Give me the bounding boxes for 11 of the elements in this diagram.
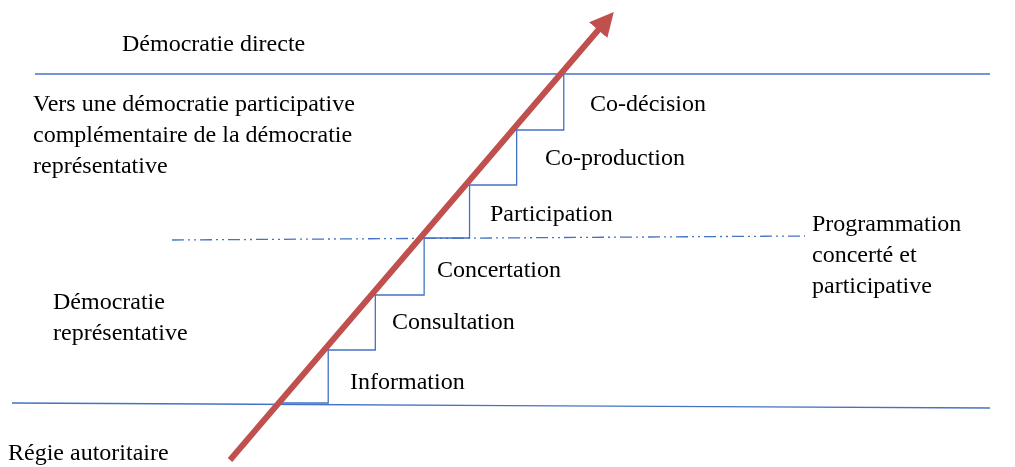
text-label: Concertation: [437, 255, 562, 284]
text-label: Vers une démocratie participative complémentaire de la démocratie représentative: [33, 89, 356, 180]
text-label: Démocratie représentative: [53, 287, 189, 347]
text-label: Démocratie directe: [122, 29, 307, 58]
text-label: Participation: [490, 199, 614, 228]
text-label: Consultation: [392, 307, 516, 336]
text-label: Régie autoritaire: [8, 438, 170, 467]
text-label: Co-production: [545, 143, 686, 172]
text-label: Programmation concerté et participative: [812, 209, 963, 300]
text-label: Co-décision: [590, 89, 707, 118]
text-label: Information: [350, 367, 466, 396]
